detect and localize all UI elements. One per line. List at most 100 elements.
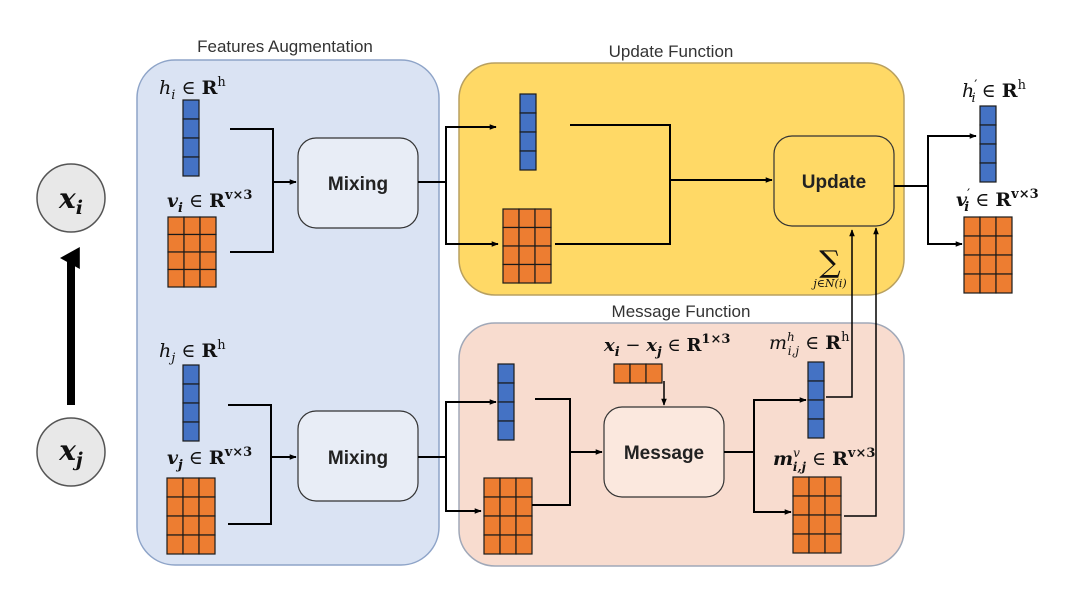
v-update-block-cell [534, 245, 552, 266]
h-update-block-cell [519, 150, 537, 171]
message-v-block-cell [824, 495, 842, 516]
v-output-block-cell [979, 216, 997, 237]
vj-vector-block-cell [198, 496, 216, 517]
h-output-block-cell [979, 124, 997, 145]
wire-h-msg-to-message [535, 398, 603, 455]
v-output-block-cell [979, 235, 997, 256]
h-message-block-cell [497, 420, 515, 441]
vj-vector-block-cell [198, 515, 216, 536]
v-output-block-cell [963, 235, 981, 256]
vi-vector-block-cell [167, 268, 185, 288]
wire-mixing-to-h-msg [418, 399, 497, 458]
vi-out-label: v′i ∈ Rv×3 [956, 187, 1039, 215]
node-xi [36, 163, 106, 233]
relative-position-block-cell [645, 363, 663, 384]
v-message-block-cell [515, 515, 533, 536]
vi-vector-block-cell [199, 233, 217, 253]
vi-vector-block-cell [183, 216, 201, 236]
wire-update-to-h-out [927, 133, 977, 186]
v-output-block-cell [963, 254, 981, 275]
wire-v-msg-to-message [532, 452, 571, 506]
vj-vector-block-cell [182, 515, 200, 536]
hj-scalar-block-cell [182, 402, 200, 423]
vj-vector-block-cell [198, 534, 216, 555]
vj-vector-block-cell [166, 496, 184, 517]
features-augmentation-title: Features Augmentation [197, 37, 373, 56]
vi-vector-block-cell [199, 216, 217, 236]
v-message-block-cell [483, 496, 501, 517]
v-message-block [483, 477, 533, 555]
v-update-block-cell [502, 226, 520, 247]
v-message-block-cell [483, 477, 501, 498]
h-output-block-cell [979, 162, 997, 183]
aggregation-sum-index: j∈N(i) [810, 277, 846, 290]
vi-vector-block-cell [183, 268, 201, 288]
hi-scalar-block-cell [182, 99, 200, 120]
message-h-block-cell [807, 418, 825, 439]
wire-update-to-v-out [927, 186, 963, 247]
v-output-block [963, 216, 1013, 294]
update-box [773, 135, 895, 227]
v-message-block-cell [499, 515, 517, 536]
wire-v-upd-to-update [555, 180, 671, 245]
h-output-block-cell [979, 105, 997, 126]
relative-position-label: xi − xj ∈ R1×3 [603, 332, 730, 360]
message-v-block-cell [792, 476, 810, 497]
v-output-block-cell [963, 273, 981, 294]
wire-hj-to-mixing [228, 404, 297, 460]
hi-scalar-block [182, 99, 200, 177]
h-update-block-cell [519, 131, 537, 152]
v-message-block-cell [515, 477, 533, 498]
v-update-block-cell [518, 245, 536, 266]
vi-vector-block [167, 216, 217, 288]
hi-scalar-block-cell [182, 118, 200, 139]
h-update-block-cell [519, 93, 537, 114]
vj-vector-block-cell [182, 496, 200, 517]
hj-scalar-block-cell [182, 364, 200, 385]
v-message-block-cell [499, 496, 517, 517]
v-update-block-cell [518, 263, 536, 284]
mixing-top-label: Mixing [328, 174, 388, 195]
v-message-block-cell [515, 534, 533, 555]
message-v-block-cell [824, 533, 842, 554]
message-v-block-cell [792, 514, 810, 535]
node-xj-label: xj [58, 434, 83, 471]
message-v-block-cell [792, 533, 810, 554]
v-update-block-cell [502, 208, 520, 229]
v-output-block-cell [979, 273, 997, 294]
wire-vj-to-mixing [228, 457, 272, 525]
wire-mv-to-update [844, 227, 879, 517]
wire-mixing-to-v-msg [445, 457, 482, 514]
v-update-block-cell [534, 226, 552, 247]
v-update-block-cell [534, 208, 552, 229]
vj-vector-block-cell [166, 515, 184, 536]
h-message-block-cell [497, 363, 515, 384]
v-update-block-cell [518, 208, 536, 229]
vi-vector-block-cell [183, 233, 201, 253]
h-update-block [519, 93, 537, 171]
vi-vector-block-cell [167, 251, 185, 271]
hi-scalar-block-cell [182, 156, 200, 177]
hi-label: hi ∈ Rh [159, 75, 226, 103]
h-message-block-cell [497, 382, 515, 403]
v-message-block-cell [499, 534, 517, 555]
hi-scalar-block-cell [182, 137, 200, 158]
wire-message-to-mv [753, 452, 792, 515]
message-h-block-cell [807, 399, 825, 420]
relative-position-block-cell [629, 363, 647, 384]
h-message-block-cell [497, 401, 515, 422]
hj-label: hj ∈ Rh [159, 338, 226, 366]
node-xj [36, 417, 106, 487]
v-update-block-cell [502, 245, 520, 266]
v-update-block-cell [502, 263, 520, 284]
wire-mixing-to-h-upd [418, 124, 497, 183]
v-update-block [502, 208, 552, 284]
vi-vector-block-cell [183, 251, 201, 271]
h-update-block-cell [519, 112, 537, 133]
message-v-block-cell [808, 495, 826, 516]
vj-vector-block-cell [166, 534, 184, 555]
v-message-block-cell [483, 515, 501, 536]
vi-vector-block-cell [167, 216, 185, 236]
